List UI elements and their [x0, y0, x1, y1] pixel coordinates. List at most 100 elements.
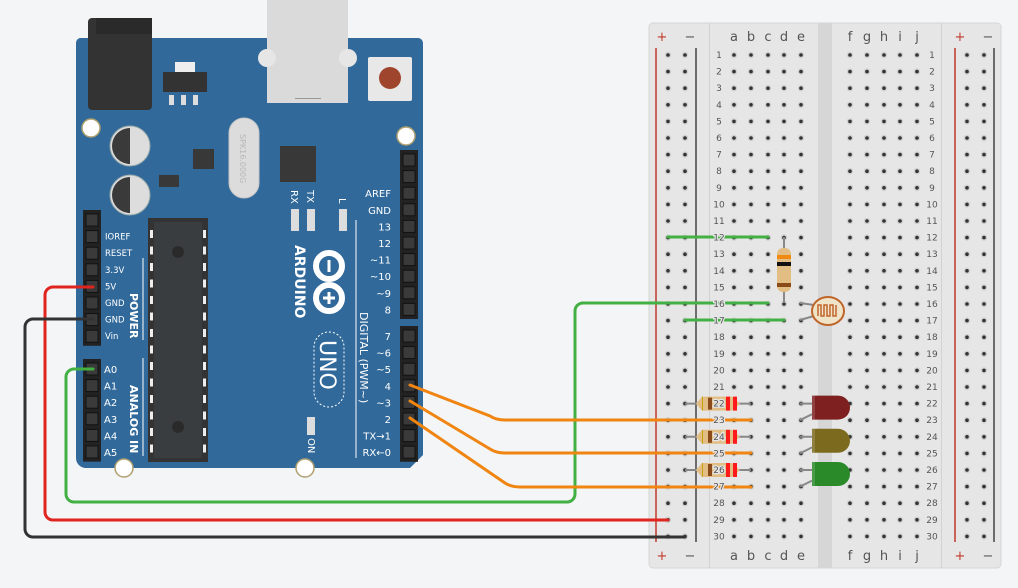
- led-yellow[interactable]: [799, 428, 850, 455]
- chip-pin: [203, 378, 206, 387]
- breadboard-hole-center: [982, 69, 986, 74]
- breadboard-hole-center: [865, 86, 869, 90]
- breadboard-hole-center: [848, 501, 852, 506]
- breadboard-hole-center: [965, 269, 969, 273]
- breadboard-hole-center: [898, 501, 902, 506]
- header-pin[interactable]: [402, 170, 416, 184]
- chip-pin: [150, 411, 153, 420]
- breadboard-hole-center: [732, 534, 736, 539]
- breadboard-hole-center: [799, 169, 803, 173]
- header-pin[interactable]: [402, 253, 416, 267]
- header-pin[interactable]: [85, 445, 99, 459]
- breadboard-hole-center: [898, 335, 902, 340]
- header-pin[interactable]: [85, 329, 99, 343]
- breadboard-hole-center: [848, 518, 852, 522]
- row-number: 11: [926, 217, 937, 227]
- digital-title: DIGITAL (PWM~): [357, 312, 370, 403]
- header-pin[interactable]: [402, 429, 416, 443]
- breadboard-hole-center: [965, 202, 969, 207]
- wire-5v-red[interactable]: [43, 285, 670, 522]
- wire-a0-green[interactable]: [64, 301, 770, 504]
- header-pin[interactable]: [85, 213, 99, 227]
- wires: [23, 235, 786, 539]
- header-pin[interactable]: [402, 219, 416, 233]
- header-pin[interactable]: [402, 236, 416, 250]
- resistor[interactable]: [685, 429, 751, 444]
- breadboard-hole-center: [799, 186, 803, 190]
- header-pin[interactable]: [85, 230, 99, 244]
- led-red[interactable]: [799, 395, 850, 422]
- breadboard-hole-center: [683, 385, 687, 389]
- photoresistor[interactable]: [799, 296, 845, 326]
- breadboard-hole-center: [666, 202, 670, 207]
- breadboard-hole-center: [749, 103, 753, 107]
- reset-button[interactable]: [368, 57, 412, 101]
- chip-pin: [203, 411, 206, 420]
- header-pin[interactable]: [402, 153, 416, 167]
- header-pin[interactable]: [85, 412, 99, 426]
- breadboard-hole-center: [915, 219, 919, 223]
- breadboard-hole-center: [915, 468, 919, 472]
- breadboard-hole-center: [782, 352, 786, 356]
- breadboard-hole-center: [799, 219, 803, 223]
- breadboard-hole-center: [799, 534, 803, 539]
- breadboard-hole-center: [848, 285, 852, 290]
- breadboard-hole-center: [915, 435, 919, 439]
- pin-label: ~5: [376, 365, 391, 376]
- breadboard-hole-center: [848, 484, 852, 489]
- wire-pin4-orange[interactable]: [408, 383, 753, 422]
- header-pin[interactable]: [402, 445, 416, 459]
- wire-gnd-black[interactable]: [23, 317, 687, 539]
- wire-pin2-orange[interactable]: [408, 416, 753, 489]
- header-pin[interactable]: [85, 428, 99, 442]
- column-label: b: [747, 549, 755, 564]
- header-pin[interactable]: [402, 329, 416, 343]
- row-number: 22: [926, 400, 937, 410]
- breadboard-hole-center: [782, 401, 786, 406]
- column-label: c: [764, 30, 771, 45]
- header-pin[interactable]: [85, 379, 99, 393]
- resistor-vertical[interactable]: [777, 237, 791, 303]
- header-pin[interactable]: [85, 395, 99, 409]
- chip-pin: [203, 296, 206, 304]
- row-number: 20: [713, 366, 725, 376]
- breadboard-hole-center: [865, 451, 869, 456]
- breadboard-hole-center: [766, 385, 770, 389]
- header-pin[interactable]: [85, 263, 99, 277]
- header-pin[interactable]: [402, 203, 416, 217]
- breadboard-hole-center: [898, 385, 902, 389]
- breadboard-hole-center: [982, 119, 986, 124]
- breadboard-hole-center: [898, 518, 902, 522]
- breadboard-hole-center: [982, 401, 986, 406]
- header-pin[interactable]: [402, 362, 416, 376]
- header-pin[interactable]: [85, 246, 99, 260]
- resistor[interactable]: [685, 396, 751, 411]
- resistor[interactable]: [685, 463, 751, 477]
- rail-plus-label: +: [657, 549, 668, 564]
- header-pin[interactable]: [402, 269, 416, 283]
- pin-label: ~11: [370, 256, 391, 267]
- arduino-uno[interactable]: SPK16.000G RX TX L ARDUINO UNO ON DIGITA…: [75, 0, 423, 478]
- header-pin[interactable]: [402, 286, 416, 300]
- header-pin[interactable]: [402, 302, 416, 316]
- breadboard-hole-center: [749, 53, 753, 57]
- breadboard-hole-center: [982, 534, 986, 539]
- chip-pin: [150, 362, 153, 370]
- header-pin[interactable]: [402, 346, 416, 360]
- row-number: 8: [929, 167, 935, 177]
- breadboard-hole-center: [782, 69, 786, 74]
- breadboard-hole-center: [865, 252, 869, 256]
- breadboard-hole-center: [915, 484, 919, 489]
- breadboard-hole-center: [898, 103, 902, 107]
- breadboard-hole-center: [732, 53, 736, 57]
- wire-pin3-orange[interactable]: [408, 399, 753, 455]
- breadboard-hole-center: [782, 335, 786, 340]
- breadboard-hole-center: [865, 368, 869, 373]
- led-green[interactable]: [799, 462, 850, 488]
- breadboard-hole-center: [848, 368, 852, 373]
- breadboard-hole-center: [766, 119, 770, 124]
- header-pin[interactable]: [85, 296, 99, 310]
- header-pin[interactable]: [402, 186, 416, 200]
- row-number: 10: [713, 200, 725, 210]
